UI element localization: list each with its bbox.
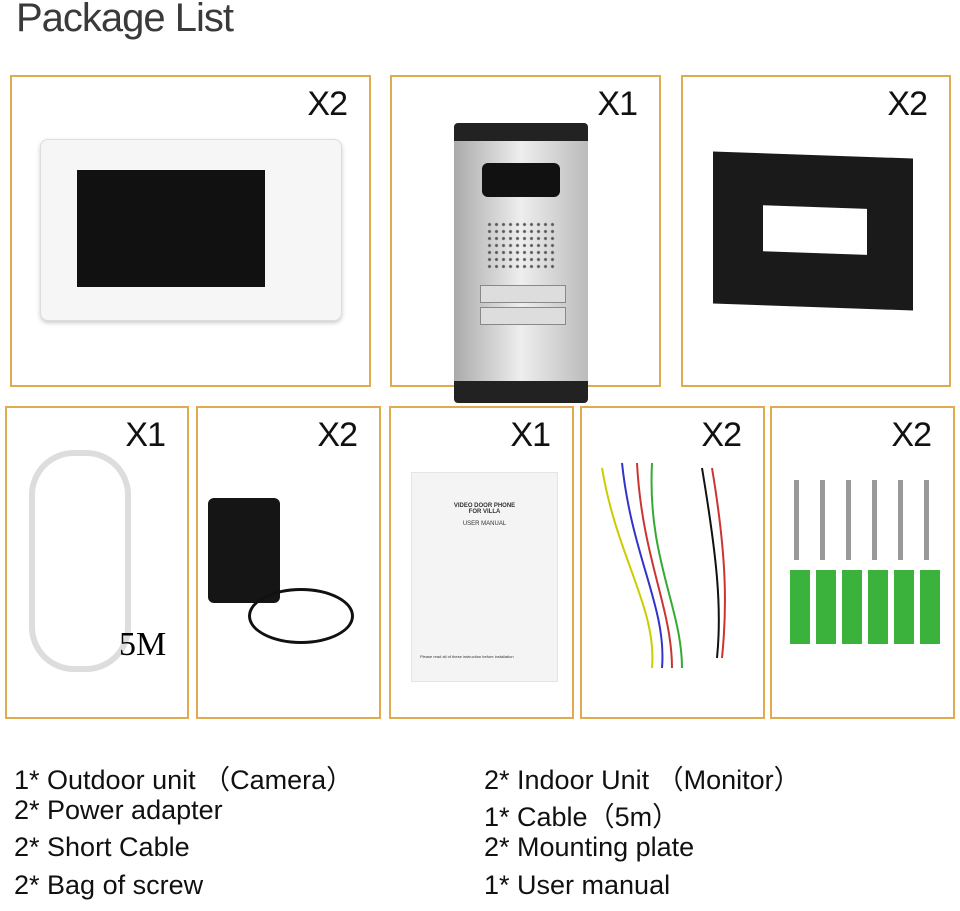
list-right-1: 2* Indoor Unit （Monitor）: [484, 765, 801, 795]
list-right-3: 2* Mounting plate: [484, 832, 695, 862]
item-mounting-plate: X2: [681, 75, 951, 387]
manual-title: VIDEO DOOR PHONE FOR VILLA: [453, 503, 516, 515]
cable-length-label: 5M: [119, 626, 167, 663]
quantity: X2: [307, 85, 348, 123]
short-cable-image: [601, 462, 726, 669]
wall-plugs-image: [790, 570, 945, 644]
list-left-2: 2* Power adapter: [14, 795, 223, 825]
list-right-4: 1* User manual: [484, 870, 671, 900]
cable-image: [29, 450, 131, 672]
item-user-manual: X1 VIDEO DOOR PHONE FOR VILLA USER MANUA…: [389, 406, 574, 719]
screws-image: [794, 480, 944, 560]
adapter-image: [208, 498, 280, 603]
manual-subtitle: USER MANUAL: [462, 521, 507, 527]
manual-image: VIDEO DOOR PHONE FOR VILLA USER MANUAL P…: [411, 472, 558, 682]
page-title: Package List: [16, 0, 234, 40]
monitor-image: [40, 139, 342, 321]
list-left-4: 2* Bag of screw: [14, 870, 204, 900]
quantity: X1: [125, 416, 166, 454]
item-short-cable: X2: [580, 406, 765, 719]
camera-image: [454, 123, 588, 403]
manual-footer: Please read all of these instruction bef…: [420, 654, 514, 659]
quantity: X2: [891, 416, 932, 454]
list-left-3: 2* Short Cable: [14, 832, 190, 862]
quantity: X2: [887, 85, 928, 123]
item-power-adapter: X2: [196, 406, 381, 719]
list-left-1: 1* Outdoor unit （Camera）: [14, 765, 354, 795]
adapter-cord: [248, 588, 354, 644]
item-cable: X1 5M: [5, 406, 189, 719]
quantity: X2: [317, 416, 358, 454]
quantity: X1: [597, 85, 638, 123]
item-outdoor-camera: X1: [390, 75, 661, 403]
mounting-plate-image: [713, 151, 913, 311]
quantity: X2: [701, 416, 742, 454]
item-indoor-monitor: X2: [10, 75, 371, 387]
quantity: X1: [510, 416, 551, 454]
item-screws: X2: [770, 406, 955, 719]
list-right-2: 1* Cable（5m）: [484, 802, 680, 832]
